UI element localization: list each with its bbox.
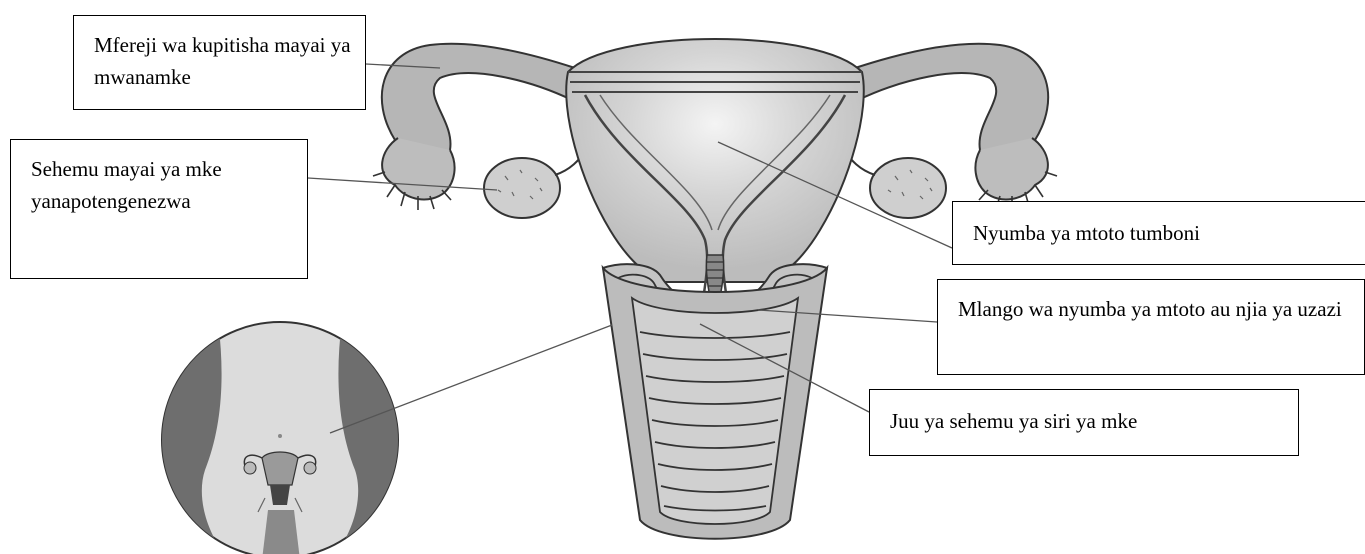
vagina — [603, 268, 827, 539]
label-ovary: Sehemu mayai ya mke yanapotengenezwa — [10, 139, 308, 279]
label-fallopian-tube: Mfereji wa kupitisha mayai ya mwanamke — [73, 15, 366, 110]
left-fallopian-tube — [373, 44, 585, 218]
label-uterus: Nyumba ya mtoto tumboni — [952, 201, 1365, 265]
right-fallopian-tube — [845, 44, 1057, 218]
label-vagina: Juu ya sehemu ya siri ya mke — [869, 389, 1299, 456]
label-cervix: Mlango wa nyumba ya mtoto au njia ya uza… — [937, 279, 1365, 375]
right-ovary — [870, 158, 946, 218]
left-ovary — [484, 158, 560, 218]
inset-body-view — [150, 300, 410, 554]
